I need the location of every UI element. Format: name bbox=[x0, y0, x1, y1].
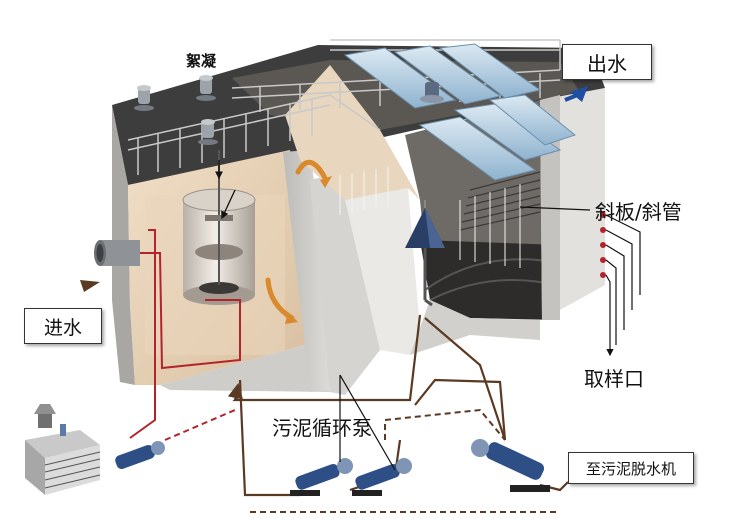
inclined-plates-label: 斜板/斜管 bbox=[595, 200, 682, 224]
inlet-label: 进水 bbox=[43, 316, 82, 339]
dosing-line-dashed bbox=[164, 409, 236, 441]
baffle-wall-3 bbox=[345, 188, 420, 355]
sampling-valves bbox=[600, 212, 606, 278]
flow-arrow-icon bbox=[295, 160, 328, 181]
dosing-line bbox=[129, 229, 156, 439]
to-dewatering-label: 至污泥脱水机 bbox=[585, 459, 676, 478]
to-dewatering-label-box: 至污泥脱水机 bbox=[568, 452, 694, 484]
flocculation-label: 絮凝 bbox=[186, 52, 217, 70]
flow-arrow-icon bbox=[80, 280, 100, 292]
sampling-lines bbox=[605, 214, 641, 357]
internal-flow-line bbox=[140, 252, 241, 370]
stirrer-motor-icon bbox=[134, 75, 444, 145]
baffle-wall-2 bbox=[310, 170, 380, 395]
inlet-pipe bbox=[94, 240, 140, 266]
pump-icon bbox=[290, 458, 353, 496]
sludge-pump-label: 污泥循环泵 bbox=[272, 416, 372, 440]
outlet-label-box: 出水 bbox=[562, 44, 652, 80]
pump-icon bbox=[352, 458, 412, 496]
sludge-scraper bbox=[405, 200, 445, 307]
sampling-port-label: 取样口 bbox=[584, 367, 644, 391]
inlet-label-box: 进水 bbox=[24, 308, 102, 344]
tank-front-wall-left bbox=[160, 345, 330, 392]
sludge-piping-dashed bbox=[250, 408, 560, 513]
dosing-tank-icon bbox=[25, 404, 101, 495]
tank-front-wall-right bbox=[410, 300, 540, 355]
pump-icon bbox=[115, 441, 165, 470]
outlet-label: 出水 bbox=[587, 51, 627, 76]
inclined-plates-leader bbox=[519, 206, 591, 211]
pump-icon bbox=[471, 439, 550, 492]
